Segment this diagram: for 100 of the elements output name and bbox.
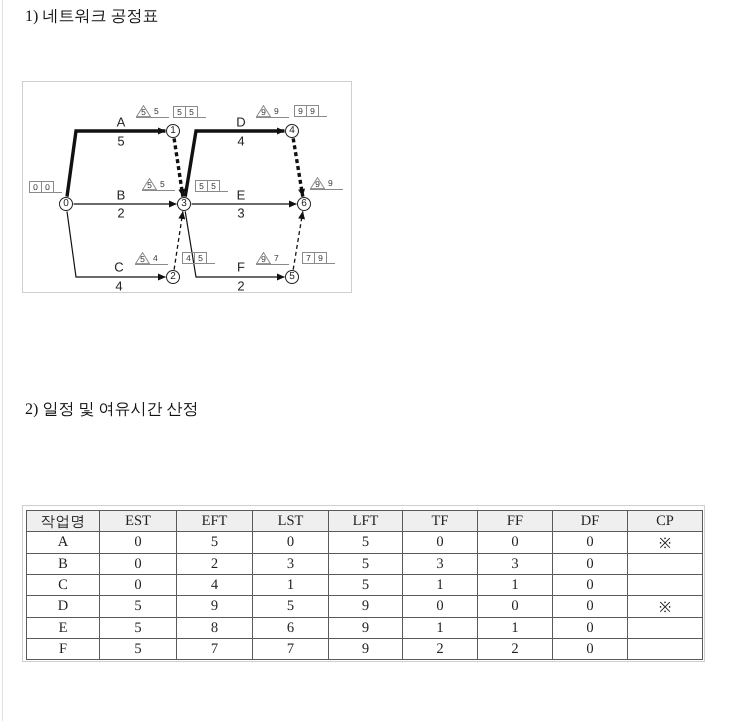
arrow bbox=[192, 200, 297, 208]
boxed-value: 5 bbox=[173, 106, 186, 117]
duration-label: 4 bbox=[237, 134, 245, 148]
boxed-value: 5 bbox=[185, 106, 198, 117]
table-cell: 0 bbox=[100, 532, 176, 554]
time-value: 9 bbox=[261, 108, 266, 116]
arrow bbox=[74, 200, 177, 208]
event-node: 5 bbox=[285, 270, 299, 284]
table-cell: 2 bbox=[402, 638, 478, 660]
table-cell: 1 bbox=[478, 618, 552, 638]
event-node: 4 bbox=[285, 124, 299, 138]
time-value: 9 bbox=[261, 254, 266, 263]
table-cell: 9 bbox=[176, 596, 252, 618]
event-node: 2 bbox=[166, 270, 180, 284]
header-cell: LFT bbox=[328, 510, 402, 532]
arrow bbox=[184, 211, 285, 280]
table-cell: 0 bbox=[552, 554, 628, 574]
table-cell: ※ bbox=[628, 596, 702, 618]
time-value: 5 bbox=[147, 180, 152, 189]
boxed-value: 4 bbox=[182, 252, 195, 263]
table-cell: 1 bbox=[402, 618, 478, 638]
table-cell: 4 bbox=[176, 574, 252, 596]
event-node: 3 bbox=[177, 197, 191, 211]
table-cell: 5 bbox=[100, 596, 176, 618]
arrow bbox=[172, 138, 186, 197]
duration-label: 4 bbox=[115, 280, 123, 292]
table-cell: 0 bbox=[478, 532, 552, 554]
table-cell: 2 bbox=[176, 554, 252, 574]
time-value: 5 bbox=[153, 106, 160, 117]
table-cell: 5 bbox=[328, 532, 402, 554]
arrow bbox=[292, 211, 306, 270]
header-cell: 작업명 bbox=[26, 510, 100, 532]
table-cell: 3 bbox=[402, 554, 478, 574]
activity-label: C bbox=[114, 260, 124, 274]
event-node: 1 bbox=[166, 124, 180, 138]
table-cell: 0 bbox=[552, 532, 628, 554]
table-cell: 0 bbox=[100, 554, 176, 574]
table-cell: 3 bbox=[252, 554, 328, 574]
duration-label: 3 bbox=[237, 206, 245, 220]
boxed-value: 9 bbox=[306, 105, 319, 116]
time-value: 5 bbox=[141, 108, 146, 116]
boxed-value: 7 bbox=[302, 252, 315, 263]
table-cell: 8 bbox=[176, 618, 252, 638]
activity-label: E bbox=[236, 188, 246, 202]
event-node: 0 bbox=[59, 197, 73, 211]
table-cell: 1 bbox=[478, 574, 552, 596]
table-cell: 5 bbox=[100, 618, 176, 638]
boxed-value: 5 bbox=[207, 180, 220, 191]
boxed-value: 5 bbox=[194, 252, 207, 263]
duration-label: 5 bbox=[117, 134, 125, 148]
time-value: 7 bbox=[273, 253, 280, 264]
table-cell: F bbox=[26, 638, 100, 660]
table-cell: 9 bbox=[328, 596, 402, 618]
table-cell: 5 bbox=[328, 574, 402, 596]
time-value: 5 bbox=[140, 254, 145, 263]
table-cell: 6 bbox=[252, 618, 328, 638]
table-cell: 0 bbox=[552, 618, 628, 638]
duration-label: 2 bbox=[117, 206, 125, 220]
table-cell: 1 bbox=[402, 574, 478, 596]
table-cell: 9 bbox=[328, 638, 402, 660]
header-cell: TF bbox=[402, 510, 478, 532]
table-cell: 5 bbox=[176, 532, 252, 554]
event-node: 6 bbox=[297, 197, 311, 211]
table-cell: 7 bbox=[252, 638, 328, 660]
section-heading: 2) 일정 및 여유시간 산정 bbox=[25, 400, 198, 420]
table-cell: 0 bbox=[552, 596, 628, 618]
time-value: 9 bbox=[327, 178, 334, 189]
activity-label: B bbox=[116, 188, 126, 202]
time-value: 4 bbox=[152, 253, 159, 264]
table-cell: E bbox=[26, 618, 100, 638]
activity-label: A bbox=[116, 116, 126, 128]
table-cell: B bbox=[26, 554, 100, 574]
table-cell: 3 bbox=[478, 554, 552, 574]
header-cell: EFT bbox=[176, 510, 252, 532]
time-value: 9 bbox=[315, 180, 320, 188]
boxed-value: 5 bbox=[195, 180, 208, 191]
time-value: 5 bbox=[159, 179, 166, 190]
table-cell: 5 bbox=[252, 596, 328, 618]
duration-label: 2 bbox=[237, 280, 245, 292]
table-cell: A bbox=[26, 532, 100, 554]
header-cell: FF bbox=[478, 510, 552, 532]
header-cell: CP bbox=[628, 510, 702, 532]
header-cell: EST bbox=[100, 510, 176, 532]
boxed-value: 9 bbox=[294, 105, 307, 116]
header-cell: LST bbox=[252, 510, 328, 532]
activity-label: F bbox=[237, 260, 245, 274]
table-cell: 0 bbox=[402, 532, 478, 554]
arrow bbox=[66, 211, 166, 280]
table-cell: 0 bbox=[552, 574, 628, 596]
table-cell: 1 bbox=[252, 574, 328, 596]
table-cell: 9 bbox=[328, 618, 402, 638]
arrow bbox=[65, 128, 166, 197]
header-cell: DF bbox=[552, 510, 628, 532]
table-cell: 0 bbox=[402, 596, 478, 618]
table-cell: ※ bbox=[628, 532, 702, 554]
table-cell: 2 bbox=[478, 638, 552, 660]
arrow bbox=[173, 211, 186, 270]
boxed-value: 0 bbox=[29, 181, 42, 192]
boxed-value: 0 bbox=[41, 181, 54, 192]
table-cell: D bbox=[26, 596, 100, 618]
